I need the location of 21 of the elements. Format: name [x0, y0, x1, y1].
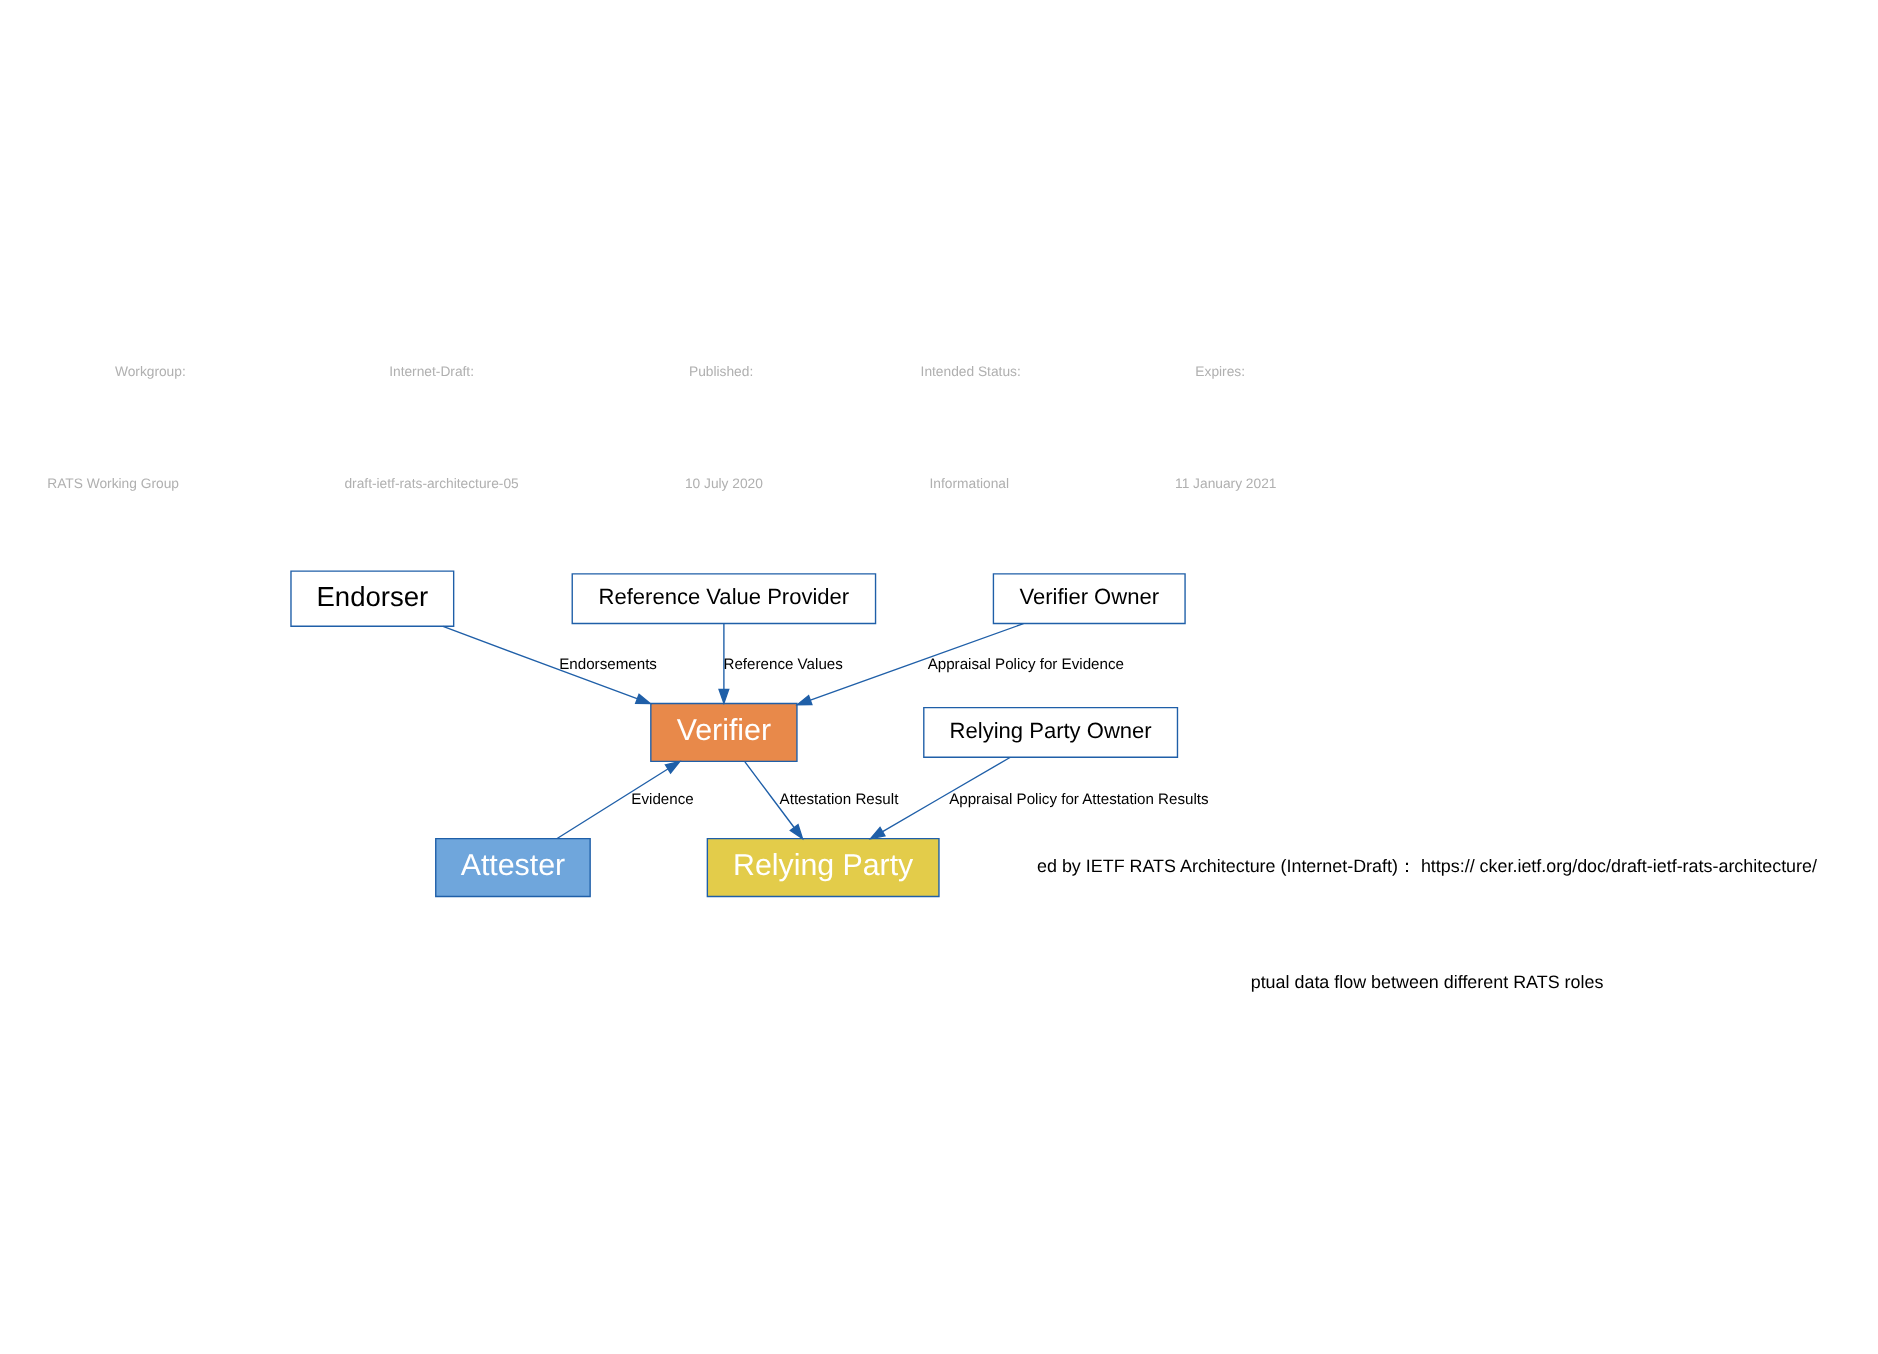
edge-label: Reference Values: [722, 653, 842, 672]
edge-label: Appraisal Policy for Evidence: [926, 653, 1123, 672]
label: ptual data flow between different RATS roles: [1249, 971, 1603, 992]
label: ed by IETF RATS Architecture (Internet-Draft)： https:// cker.ietf.org/doc/draft-ietf-rats-architecture/: [1036, 855, 1817, 876]
node-box: Relying Party Owner: [922, 705, 1178, 757]
arrow: [743, 760, 803, 840]
node-box: Verifier Owner: [991, 572, 1185, 624]
arrow: [441, 624, 652, 704]
arrow: [794, 621, 1024, 705]
arrow: [555, 759, 681, 839]
edge-label: Attestation Result: [778, 788, 898, 807]
node-box: Relying Party: [705, 836, 939, 897]
edge-label: Endorsements: [558, 653, 656, 672]
node-box: Reference Value Provider: [570, 572, 876, 624]
edge-label: Appraisal Policy for Attestation Results: [948, 788, 1208, 807]
arrow: [717, 622, 729, 705]
node-box: Endorser: [289, 569, 454, 626]
edge-label: Evidence: [630, 788, 693, 807]
node-box: Verifier: [649, 701, 797, 762]
node-box: Attester: [434, 836, 590, 897]
arrow: [867, 755, 1010, 839]
